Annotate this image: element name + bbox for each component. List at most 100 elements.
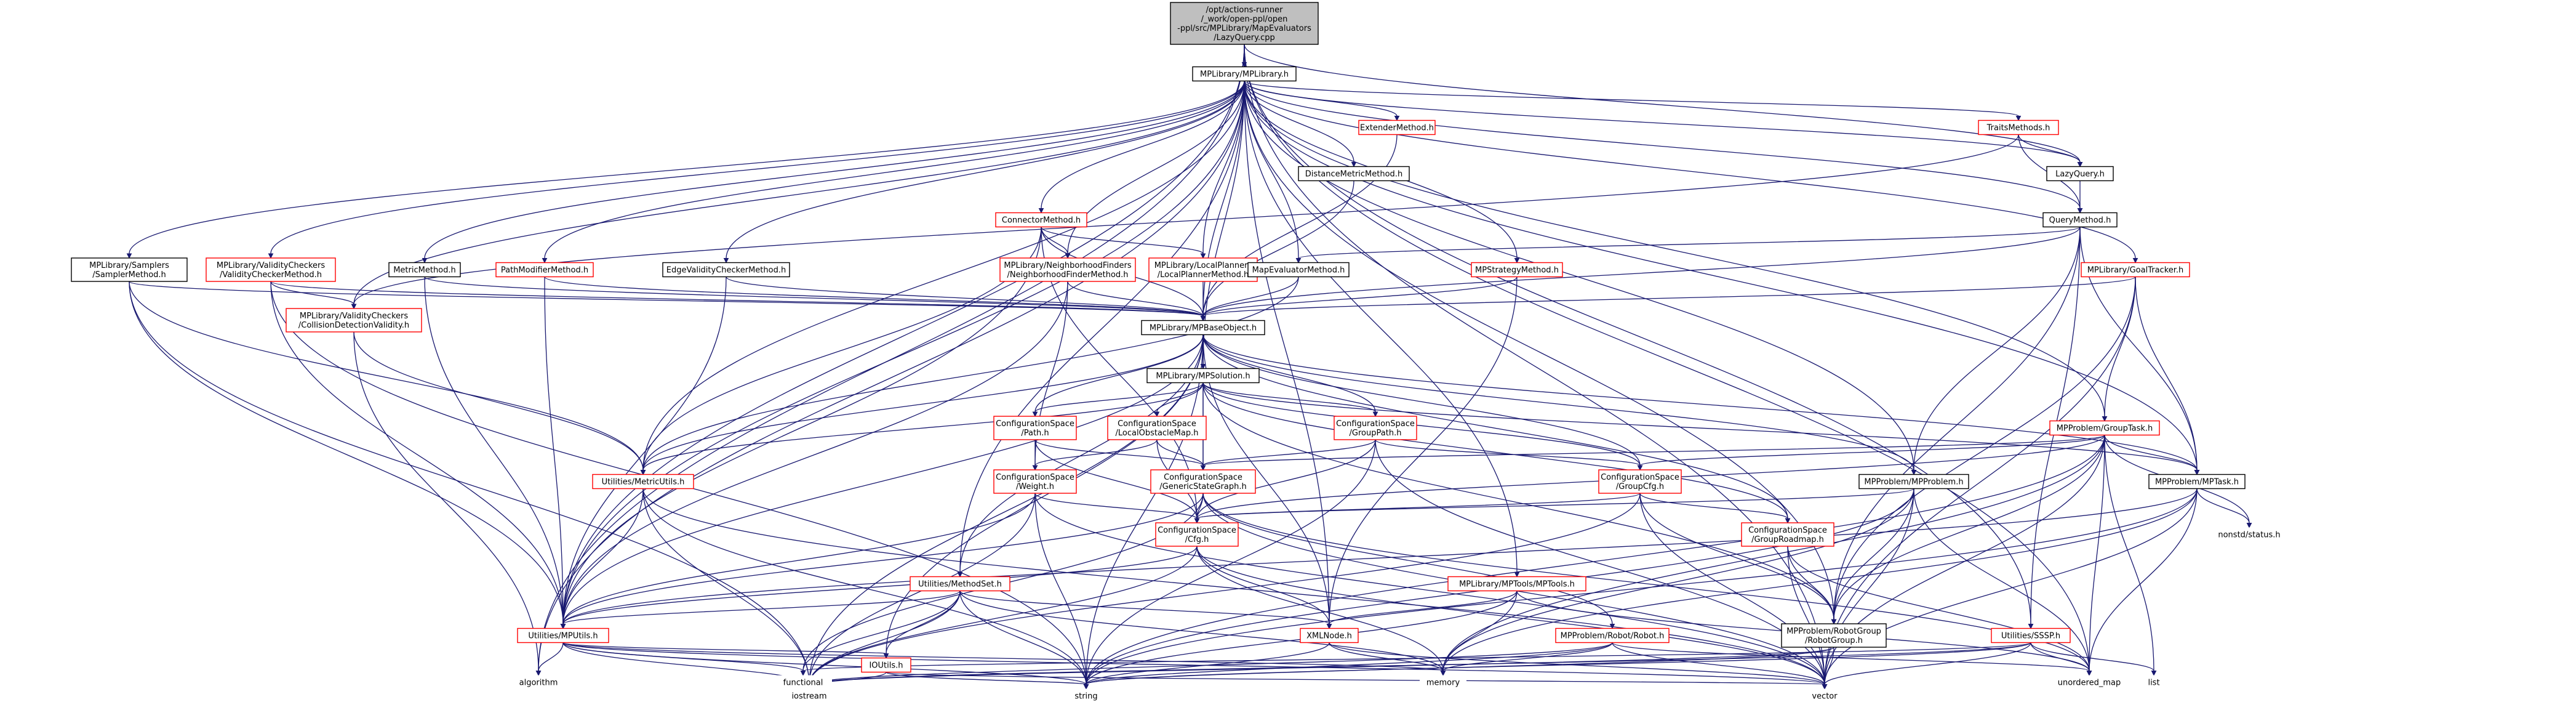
node-edgevalidity[interactable]: EdgeValidityCheckerMethod.h (662, 262, 790, 278)
include-edge-csgroupcfg-to-csgrouproadmap (1639, 493, 1788, 519)
edge-arrowhead (2102, 416, 2108, 422)
node-valcheckers[interactable]: MPLibrary/ValidityCheckers/ValidityCheck… (206, 257, 336, 282)
node-ioutils[interactable]: IOUtils.h (861, 657, 911, 673)
include-edge-methodset-to-memory (959, 591, 1444, 671)
node-mpsolution[interactable]: MPLibrary/MPSolution.h (1146, 368, 1260, 384)
include-edge-csgrouproadmap-to-robotgroup (1787, 546, 1834, 620)
node-connector[interactable]: ConnectorMethod.h (995, 212, 1087, 228)
include-edge-grouptask-to-mptask (2104, 435, 2198, 470)
node-mplibrary[interactable]: MPLibrary/MPLibrary.h (1192, 66, 1297, 82)
include-edge-mpsolution-to-csgroupcfg (1202, 382, 1641, 466)
node-box (1805, 688, 1844, 702)
node-mpstrategy[interactable]: MPStrategyMethod.h (1471, 262, 1563, 278)
node-csgeneric[interactable]: ConfigurationSpace/GenericStateGraph.h (1150, 469, 1256, 494)
node-traits[interactable]: TraitsMethods.h (1978, 119, 2059, 135)
include-edge-samplers-to-iostream (129, 281, 810, 685)
node-metricutils[interactable]: Utilities/MetricUtils.h (592, 474, 694, 490)
node-csgrouproadmap[interactable]: ConfigurationSpace/GroupRoadmap.h (1741, 522, 1834, 547)
edge-arrowhead (1154, 411, 1160, 418)
node-metricmethod[interactable]: MetricMethod.h (388, 262, 461, 278)
node-mpproblem[interactable]: MPProblem/MPProblem.h (1858, 474, 1969, 490)
node-box (2049, 420, 2160, 436)
include-edge-mpstrategy-to-mpbase (1202, 276, 1518, 317)
node-label: vector (1812, 692, 1838, 701)
include-edge-mpproblem-to-cscfg (1196, 488, 1914, 519)
node-mptools[interactable]: MPLibrary/MPTools/MPTools.h (1447, 576, 1586, 592)
include-edge-cslocalobs-to-csgeneric (1156, 439, 1204, 466)
edge-arrowhead (1032, 465, 1038, 471)
include-edge-mpbase-to-string (1086, 334, 1204, 685)
include-edge-mplibrary-to-algorithm (538, 81, 1245, 671)
include-edge-mplibrary-to-mpsolution (1202, 81, 1245, 365)
node-pathmodifier[interactable]: PathModifierMethod.h (495, 262, 594, 278)
node-label: MPProblem/Robot/Robot.h (1561, 632, 1665, 641)
node-label: MPLibrary/ValidityCheckers (217, 261, 325, 270)
include-edge-mplibrary-to-mptask (1244, 81, 2198, 470)
node-querymethod[interactable]: QueryMethod.h (2042, 212, 2118, 228)
node-box (1298, 166, 1410, 182)
node-robotgroup[interactable]: MPProblem/RobotGroup/RobotGroup.h (1781, 623, 1887, 648)
node-cspath[interactable]: ConfigurationSpace/Path.h (993, 416, 1077, 440)
node-mputils[interactable]: Utilities/MPUtils.h (517, 627, 609, 644)
node-nfinders[interactable]: MPLibrary/NeighborhoodFinders/Neighborho… (999, 257, 1136, 282)
include-edge-mplibrary-to-lazyquery (1244, 81, 2081, 163)
include-edge-mptask-to-vector (1824, 488, 2198, 685)
node-label: ConfigurationSpace (1158, 526, 1236, 535)
include-edge-csweight-to-cscfg (1034, 493, 1198, 519)
include-edge-ssspp-to-list (2030, 642, 2154, 671)
node-distmetric[interactable]: DistanceMetricMethod.h (1298, 166, 1410, 182)
node-box (662, 262, 790, 278)
node-label: MPStrategyMethod.h (1475, 266, 1559, 275)
node-grouptask[interactable]: MPProblem/GroupTask.h (2049, 420, 2160, 436)
node-label: -ppl/src/MPLibrary/MapEvaluators (1177, 24, 1311, 33)
include-edge-mpbase-to-mptask (1202, 334, 2198, 470)
node-csweight[interactable]: ConfigurationSpace/Weight.h (993, 469, 1077, 494)
node-localplanners[interactable]: MPLibrary/LocalPlanners/LocalPlannerMeth… (1148, 257, 1258, 282)
node-cslocalobs[interactable]: ConfigurationSpace/LocalObstacleMap.h (1107, 416, 1207, 440)
node-xmlnode[interactable]: XMLNode.h (1300, 627, 1359, 644)
node-methodset[interactable]: Utilities/MethodSet.h (910, 576, 1010, 592)
node-label: MPProblem/MPProblem.h (1864, 478, 1963, 487)
node-ssspp[interactable]: Utilities/SSSP.h (1991, 627, 2071, 644)
edge-arrowhead (351, 304, 357, 310)
node-label: Utilities/MetricUtils.h (602, 478, 685, 487)
node-box (2215, 527, 2283, 542)
node-samplers[interactable]: MPLibrary/Samplers/SamplerMethod.h (71, 257, 188, 282)
include-edge-mpsolution-to-mptask (1202, 382, 2198, 470)
node-collision[interactable]: MPLibrary/ValidityCheckers/CollisionDete… (286, 308, 422, 333)
node-mptask[interactable]: MPProblem/MPTask.h (2148, 474, 2246, 490)
edge-arrowhead (723, 258, 729, 264)
include-edge-ssspp-to-vector (1824, 642, 2031, 685)
node-robot[interactable]: MPProblem/Robot/Robot.h (1555, 627, 1670, 644)
node-label: IOUtils.h (869, 661, 903, 671)
node-box (1978, 119, 2059, 135)
node-label: string (1074, 692, 1097, 701)
include-edge-csgrouppath-to-csgeneric (1202, 439, 1376, 466)
include-edge-querymethod-to-mapevaluator (1298, 226, 2081, 259)
node-mpbase[interactable]: MPLibrary/MPBaseObject.h (1141, 320, 1265, 336)
include-edge-edgevalidity-to-mputils (562, 276, 727, 624)
include-edge-mpsolution-to-cspath (1034, 382, 1204, 413)
node-label: MPLibrary/GoalTracker.h (2087, 266, 2184, 275)
node-csgroupcfg[interactable]: ConfigurationSpace/GroupCfg.h (1598, 469, 1682, 494)
node-extender[interactable]: ExtenderMethod.h (1358, 119, 1436, 135)
node-goaltracker[interactable]: MPLibrary/GoalTracker.h (2081, 262, 2190, 278)
include-edge-mputils-to-string (562, 642, 1087, 685)
edge-arrowhead (2151, 671, 2157, 676)
edge-arrowhead (560, 624, 566, 629)
include-edge-csgrouproadmap-to-vector (1787, 546, 1825, 685)
node-box (1781, 623, 1887, 648)
node-string: string (1066, 688, 1106, 702)
node-csgrouppath[interactable]: ConfigurationSpace/GroupPath.h (1334, 416, 1417, 440)
include-edge-methodset-to-ioutils (886, 591, 961, 654)
node-label: ConfigurationSpace (1118, 419, 1196, 429)
edge-arrowhead (1200, 316, 1206, 321)
node-root[interactable]: /opt/actions-runner/_work/open-ppl/open-… (1170, 2, 1319, 45)
include-edge-mplibrary-to-traits (1244, 80, 2019, 117)
node-lazyquery[interactable]: LazyQuery.h (2046, 166, 2114, 182)
include-edge-csgrouppath-to-csgroupcfg (1375, 439, 1641, 466)
node-nonstd: nonstd/status.h (2215, 527, 2283, 542)
node-mapevaluator[interactable]: MapEvaluatorMethod.h (1247, 262, 1350, 278)
include-edge-root-to-mputils (562, 44, 1245, 624)
node-cscfg[interactable]: ConfigurationSpace/Cfg.h (1155, 522, 1239, 547)
